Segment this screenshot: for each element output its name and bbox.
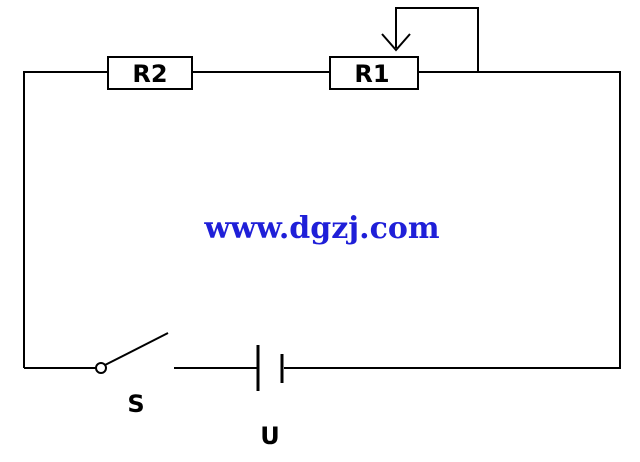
wiper-wire	[395, 7, 479, 72]
resistor-r2-body	[107, 56, 193, 90]
battery-u: U	[256, 345, 284, 450]
rheostat-r1-label: R1	[354, 60, 389, 88]
watermark-text: www.dgzj.com	[203, 211, 439, 246]
resistor-r2-label: R2	[132, 60, 167, 88]
rheostat-r1-body	[329, 56, 419, 90]
resistor-r2: R2	[107, 56, 193, 90]
rheostat-r1: R1	[329, 33, 419, 90]
wires	[23, 7, 621, 369]
switch-s: S	[95, 332, 169, 418]
switch-blade	[104, 332, 169, 366]
battery-label: U	[260, 422, 280, 450]
switch-pivot	[95, 362, 107, 374]
wiper-arrow-icon	[381, 33, 411, 52]
wire-left-top	[23, 71, 108, 368]
wire-right	[284, 71, 621, 369]
switch-label: S	[127, 390, 144, 418]
